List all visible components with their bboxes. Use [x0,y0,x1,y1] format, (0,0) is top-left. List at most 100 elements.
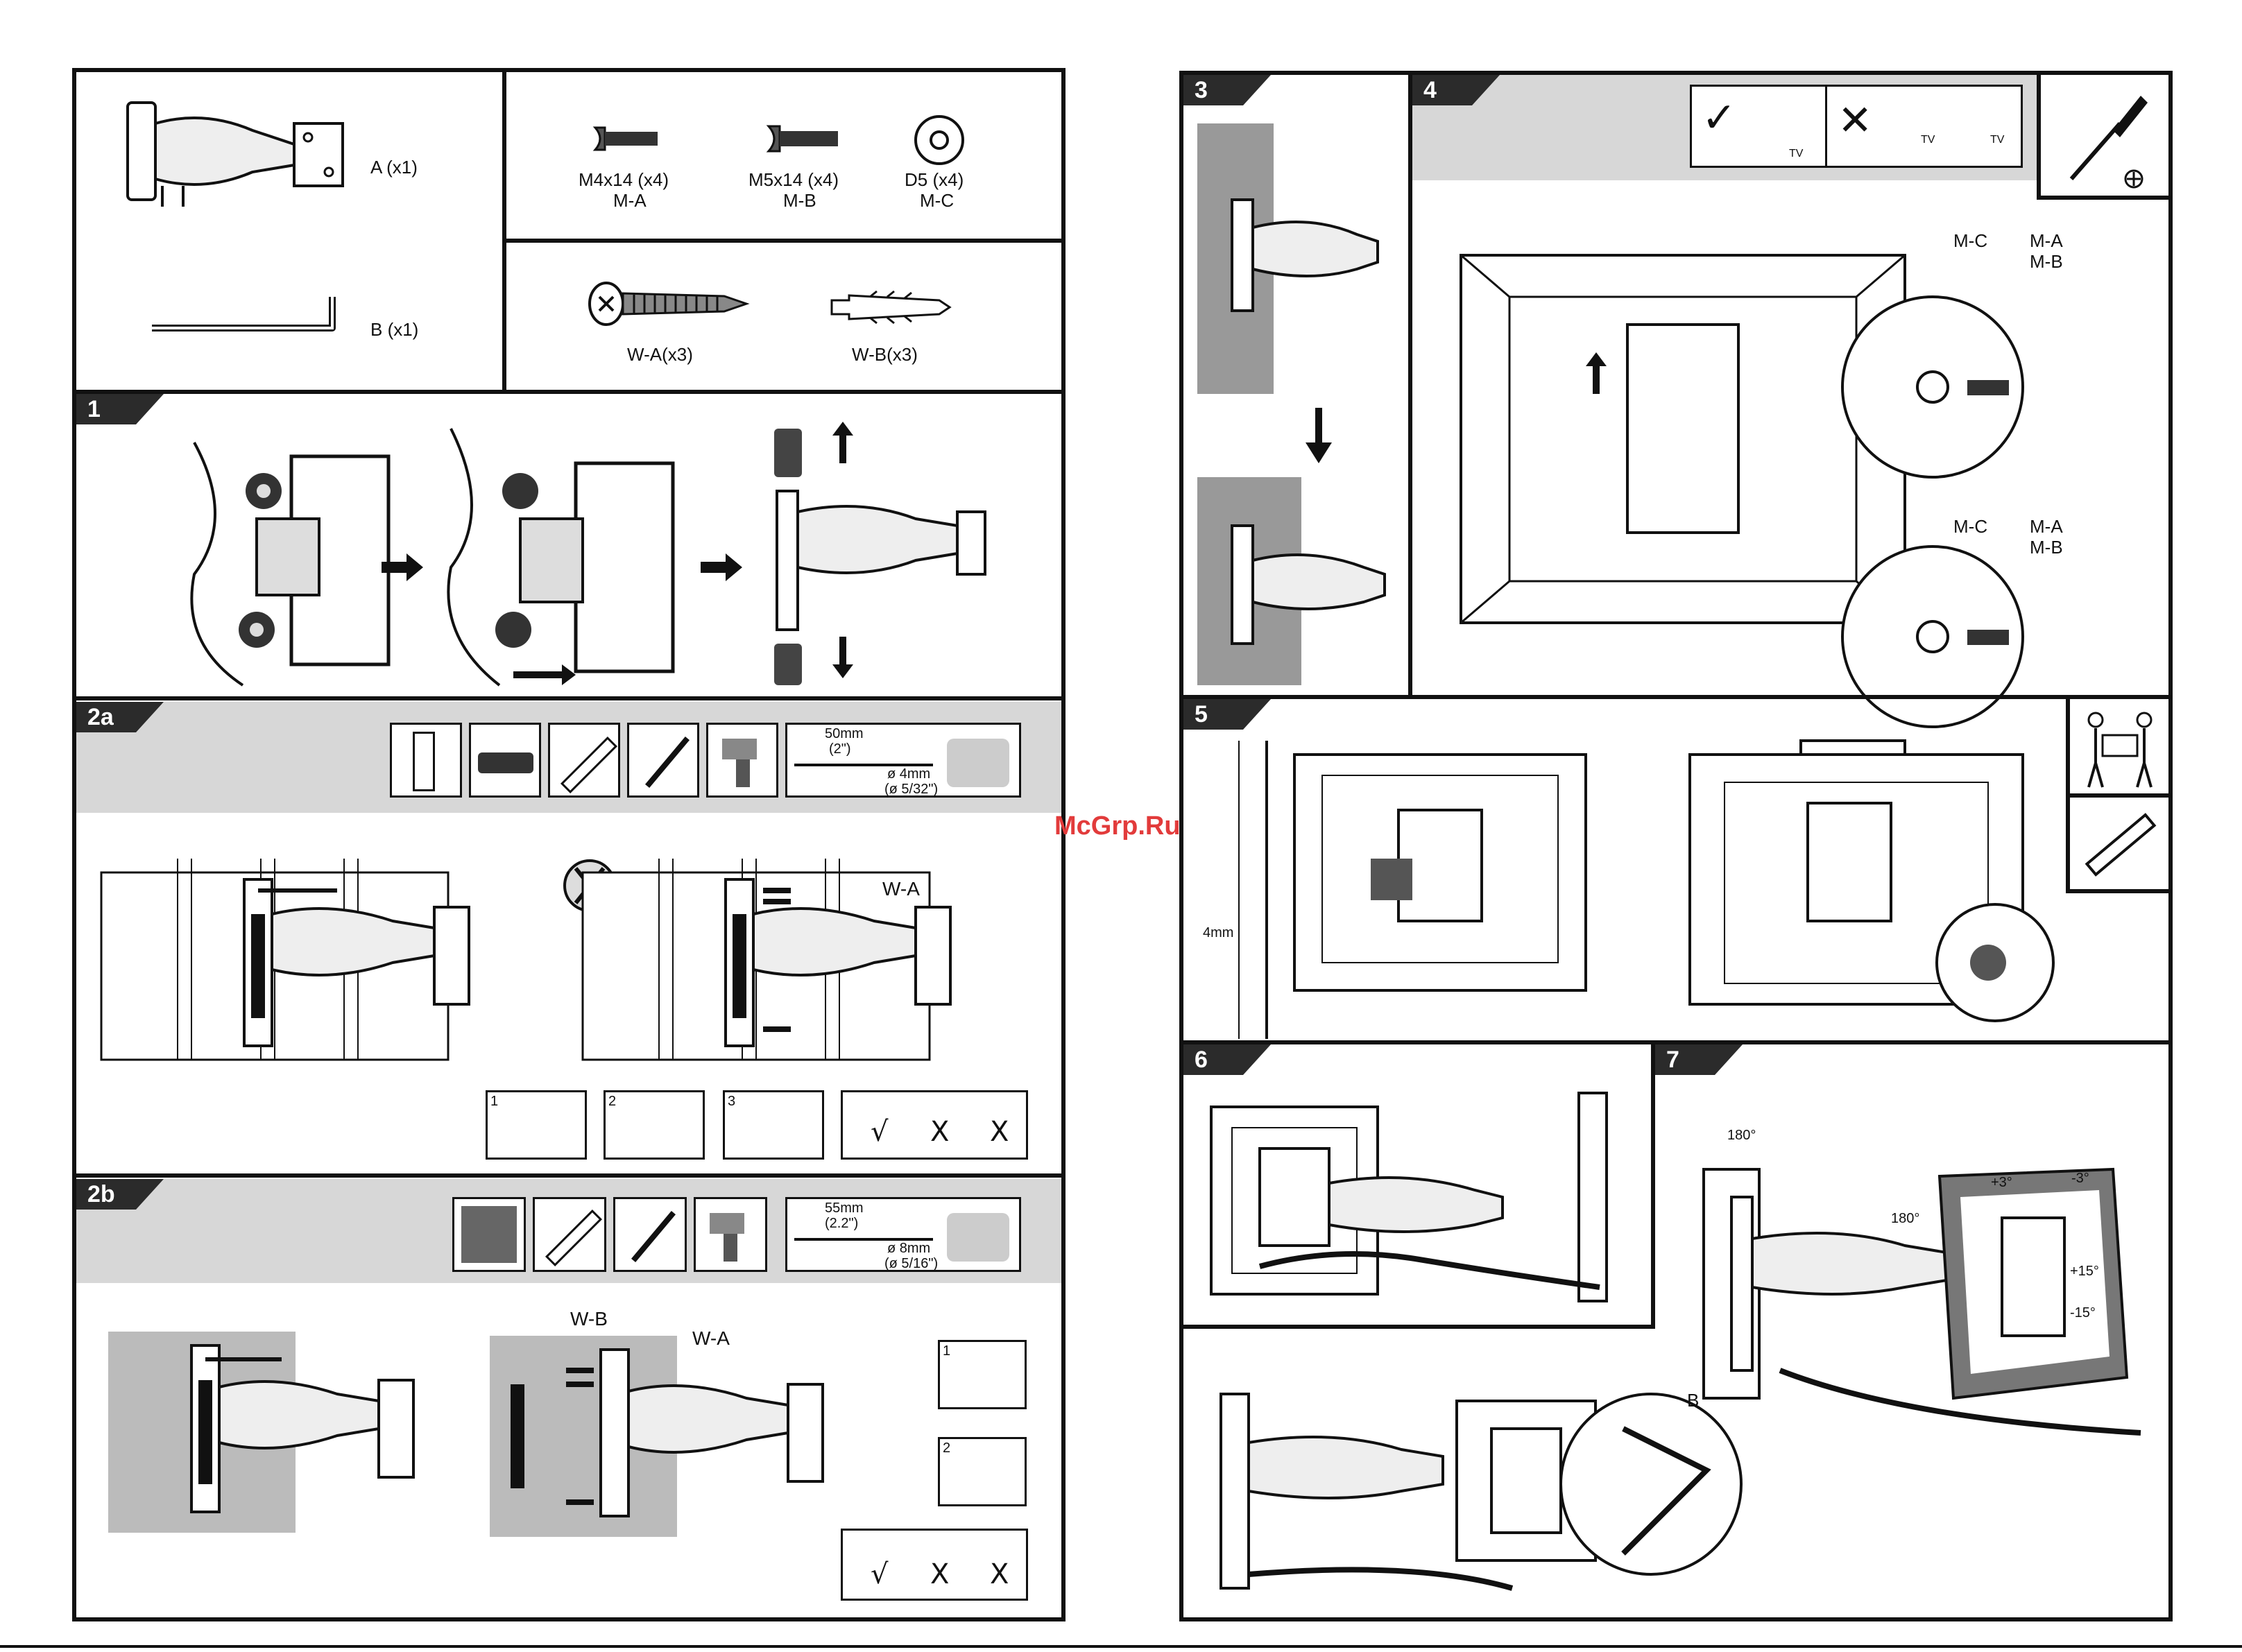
step-4-mb-label-2: M-B [2030,537,2063,558]
step-1-section: 1 [76,394,1061,699]
parts-section: A (x1) B (x1) M4x14 (x4) M-A M5x14 (x4) … [72,68,1066,394]
level-icon [2082,810,2159,879]
step-2a-wa-callout: W-A [882,878,920,900]
step-2a-section: 2a 50mm (2") ø 4mm (ø 5/32") [76,702,1061,1178]
step-4-tv-back-diagram [1454,248,2148,692]
step-1-tag: 1 [76,394,164,424]
screw-choice-box: ✓ TV ✕ TV TV [1690,85,2023,168]
two-person-icon [2078,707,2162,791]
step-4-mc-label-2: M-C [1953,516,1987,537]
arrow-right-icon [382,553,423,581]
step-4-ma-label-1: M-A [2030,230,2063,252]
drill-depth-in: (2") [829,741,851,757]
drill-depth-mm: 50mm [825,726,864,742]
step-7-lock-diagram [1207,1380,1762,1609]
drill-depth-diagram: 50mm (2") ø 4mm (ø 5/32") [785,723,1021,798]
hex-key-b-label: B [1687,1390,1699,1411]
level-ok-mark: √ [871,1116,889,1148]
tool-pencil-icon [627,723,699,798]
rot-180-label-2: 180° [1891,1211,1919,1227]
level-x-mark-3: X [930,1558,949,1590]
correct-check-icon: ✓ [1702,94,1736,142]
level-x-mark-4: X [990,1558,1009,1590]
arrow-right-icon-2 [701,553,742,581]
part-a-label: A (x1) [370,157,418,178]
step-2a-sub-1: 1 [486,1090,587,1160]
tool-pencil-icon-2 [613,1197,687,1272]
tool-level-icon [548,723,620,798]
drill-depth-mm-2: 55mm [825,1201,864,1216]
drill-bit-in-2: (ø 5/16") [884,1256,938,1272]
wall-bolt-wa-icon [585,279,752,328]
part-b-label: B (x1) [370,319,418,341]
washer-mc-size: D5 (x4) [905,169,964,191]
step-4-mb-label-1: M-B [2030,251,2063,273]
drill-depth-in-2: (2.2") [825,1216,858,1232]
rot-180-label-1: 180° [1727,1128,1756,1144]
step-2b-wb-callout: W-B [570,1308,608,1330]
tilt-down-label: -3° [2071,1171,2089,1187]
step-6-tag: 6 [1183,1044,1271,1075]
tool-stud-icon [390,723,462,798]
drill-bit-mm: ø 4mm [887,766,930,782]
tv-label-3: TV [1990,134,2004,146]
step-3-section: 3 [1183,75,1412,699]
step-3-tag: 3 [1183,75,1271,105]
tilt-up-label: +3° [1991,1175,2012,1191]
step-2b-mark-diagram [108,1332,524,1540]
step-2a-sub-2: 2 [604,1090,705,1160]
washer-mc-icon [912,112,967,168]
wall-anchor-wb-label: W-B(x3) [852,344,918,365]
screw-ma-code: M-A [613,190,647,212]
screwdriver-icon [2057,89,2155,193]
part-b-hex-key-icon [148,293,343,335]
screw-mb-size: M5x14 (x4) [748,169,839,191]
step-1-bracket-attach-diagram [437,422,728,692]
drill-depth-diagram-2: 55mm (2.2") ø 8mm (ø 5/16") [785,1197,1021,1272]
wall-bolt-wa-label: W-A(x3) [627,344,693,365]
step-4-section: 4 ✓ TV ✕ TV TV M-C M-A M-B M-C M-A M-B [1412,75,2168,699]
level-ok-mark-2: √ [871,1558,889,1590]
step-4-ma-label-2: M-A [2030,516,2063,537]
tool-level-icon-2 [533,1197,606,1272]
part-a-bracket-icon [121,96,370,214]
step-3-wall-diagram [1197,117,1405,685]
step-2b-section: 2b 55mm (2.2") ø 8mm (ø 5/16") W-B W-A [76,1179,1061,1620]
step-2a-mark-diagram [101,859,538,1067]
step-2a-bolt-diagram [583,859,1027,1067]
step-4-mc-label-1: M-C [1953,230,1987,252]
step-2b-sub-1: 1 [938,1340,1027,1409]
step-2b-wa-callout: W-A [692,1327,730,1350]
watermark: McGrp.Ru [1054,811,1181,841]
step-2b-level-check: √ X X [841,1529,1028,1601]
swivel-down-label: -15° [2070,1305,2096,1321]
step-5-gap-label: 4mm [1203,925,1233,941]
step-5-section: 5 4mm [1183,699,2168,1044]
bottom-rule [0,1645,2242,1648]
step-2b-anchor-diagram [490,1336,989,1544]
tool-concrete-icon [452,1197,526,1272]
step-7-tag: 7 [1655,1044,1743,1075]
step-1-arm-caps-diagram [763,415,1041,692]
tool-drill-icon-2 [694,1197,767,1272]
tool-drill-icon [706,723,778,798]
step-2b-sub-2: 2 [938,1437,1027,1506]
screw-ma-icon [592,123,662,154]
step-5-tag: 5 [1183,699,1271,730]
screw-mb-icon [766,122,842,155]
swivel-up-label: +15° [2070,1264,2099,1280]
step-6-section: 6 [1183,1044,1655,1329]
step-2a-sub-3: 3 [723,1090,824,1160]
screw-ma-size: M4x14 (x4) [579,169,669,191]
level-x-mark-1: X [930,1116,949,1148]
wall-anchor-wb-icon [828,290,953,325]
drill-bit-in: (ø 5/32") [884,782,938,798]
level-x-mark-2: X [990,1116,1009,1148]
tool-stud-finder-icon [469,723,541,798]
step-5-hang-diagram [1683,734,2057,1032]
step-5-mount-diagram [1197,727,1600,1039]
tv-label-2: TV [1921,134,1935,146]
screw-mb-code: M-B [783,190,816,212]
drill-bit-mm-2: ø 8mm [887,1241,930,1257]
step-6-cable-diagram [1211,1093,1641,1315]
